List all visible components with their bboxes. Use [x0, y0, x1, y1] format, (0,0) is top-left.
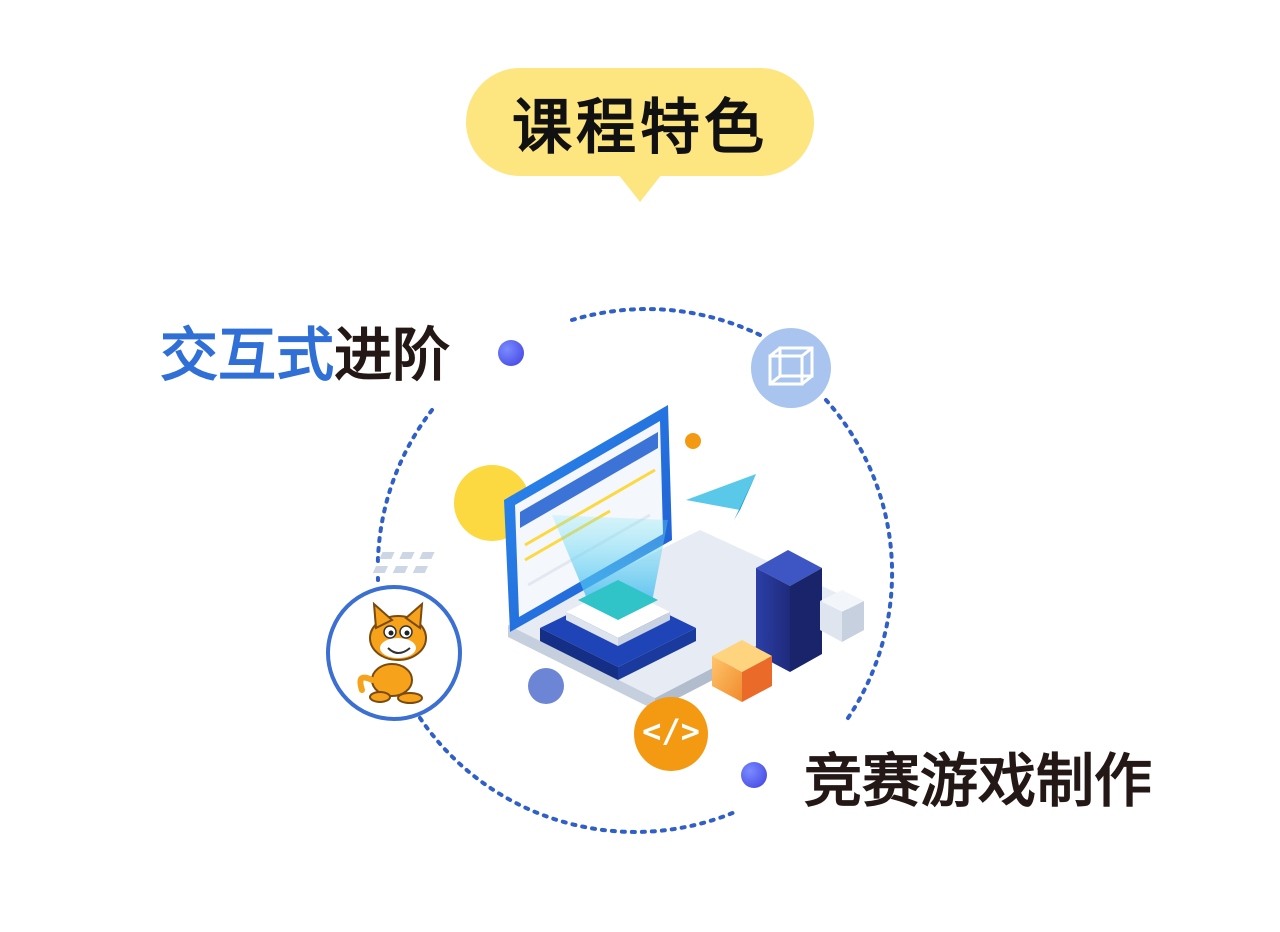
bullet-dot-icon — [498, 340, 524, 366]
paper-plane-icon — [686, 474, 756, 520]
feature-accent-text: 交互式 — [160, 321, 335, 389]
hologram-platform — [540, 580, 696, 680]
page-title: 课程特色 — [512, 92, 768, 163]
scratch-cat-icon — [326, 585, 462, 721]
orange-dot-decoration — [685, 433, 701, 449]
orbit-ring — [375, 307, 895, 834]
hologram-beam — [552, 515, 668, 606]
feature-text: 竞赛游戏制作 — [804, 747, 1153, 815]
bullet-dot-icon — [741, 762, 767, 788]
feature-competition-games: 竞赛游戏制作 — [804, 752, 1152, 810]
orange-cube-decoration — [712, 640, 772, 702]
code-tag-icon — [634, 697, 708, 771]
title-bubble: 课程特色 — [466, 68, 814, 202]
blue-circle-decoration — [528, 668, 564, 704]
feature-text: 进阶 — [334, 321, 451, 389]
feature-interactive-progression: 交互式进阶 — [160, 326, 450, 384]
grey-cube-decoration — [820, 590, 864, 642]
code-tag-label: </> — [642, 712, 700, 750]
bar-tower-decoration — [756, 550, 822, 672]
wireframe-cube-icon — [751, 328, 831, 408]
